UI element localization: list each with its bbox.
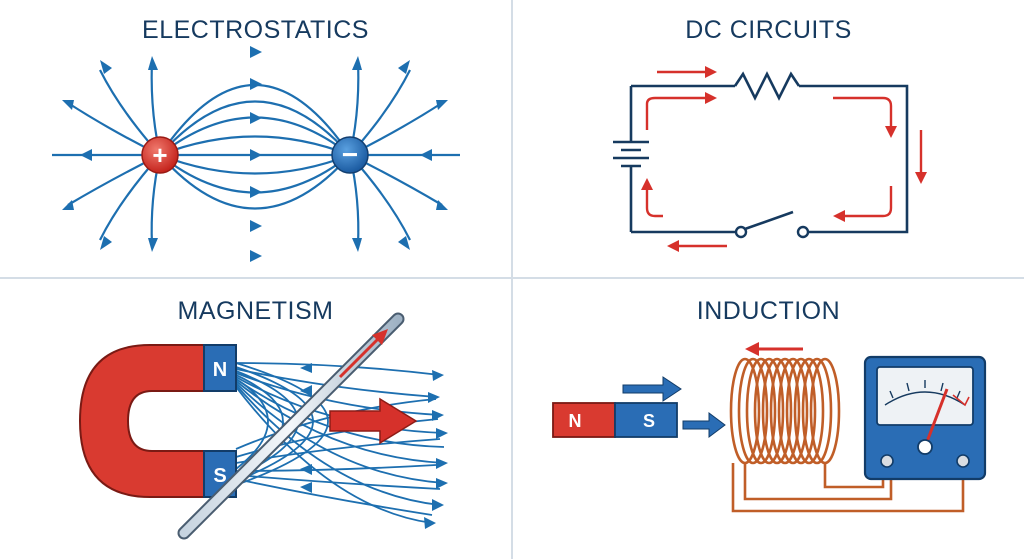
copper-coil [729, 357, 841, 465]
dc-circuit-diagram [613, 66, 927, 252]
meter-needle [923, 388, 949, 448]
negative-symbol: − [342, 139, 358, 170]
south-label: S [213, 465, 226, 487]
negative-charge: − [331, 136, 369, 174]
rod-motion-arrow [338, 335, 382, 379]
electrostatics-panel: + − ELECTROSTATICS [0, 0, 511, 277]
north-pole [203, 344, 237, 392]
induced-current-arrowhead [745, 342, 759, 356]
north-label: N [213, 359, 227, 381]
terminal-right [956, 454, 970, 468]
force-arrow [329, 397, 418, 445]
induction-panel: N S [513, 279, 1024, 559]
electrostatics-title: ELECTROSTATICS [142, 16, 369, 44]
vertical-divider-bottom [511, 279, 513, 559]
current-arrows [645, 70, 923, 248]
electrostatics-diagram: + − [52, 46, 460, 262]
vertical-divider [511, 0, 513, 277]
induction-diagram: N S [552, 342, 987, 513]
horizontal-divider-center [511, 277, 513, 279]
meter-face [876, 366, 974, 426]
resistor [733, 71, 801, 101]
positive-charge: + [141, 136, 179, 174]
horizontal-divider-left [0, 277, 511, 279]
field-arrowheads [300, 363, 448, 529]
magnetism-diagram: N S [78, 312, 448, 540]
south-label: S [643, 411, 655, 431]
battery [613, 140, 649, 168]
induction-title: INDUCTION [696, 297, 841, 325]
north-label: N [569, 411, 582, 431]
magnet-motion-arrow [622, 376, 682, 402]
dc-circuits-title: DC CIRCUITS [685, 16, 852, 44]
switch-contact-left [734, 225, 748, 239]
positive-symbol: + [152, 140, 167, 170]
dc-circuits-panel: DC CIRCUITS [513, 0, 1024, 277]
bar-magnet: N S [552, 402, 678, 438]
coil-lead-wires [731, 455, 965, 513]
switch-contact-right [796, 225, 810, 239]
field-arrowheads [62, 46, 448, 262]
circuit-wires [629, 71, 909, 234]
meter-scale [884, 391, 966, 406]
magnetism-title: MAGNETISM [177, 297, 334, 325]
galvanometer [863, 355, 987, 481]
switch-lever [741, 210, 794, 232]
horseshoe-magnet: N S [78, 344, 237, 498]
magnetism-panel: N S MAGNETISM [0, 279, 511, 559]
terminal-left [880, 454, 894, 468]
meter-pivot [917, 439, 933, 455]
rod-motion-arrowhead [372, 329, 388, 345]
magnet-motion-arrow-small [682, 412, 726, 438]
horizontal-divider-right [513, 277, 1024, 279]
current-arrowheads [641, 66, 927, 252]
